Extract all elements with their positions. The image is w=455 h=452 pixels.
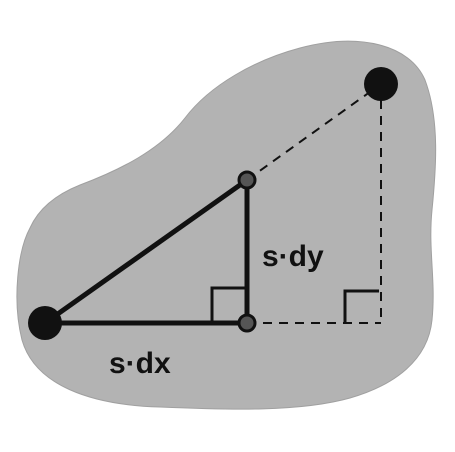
label-s-dx: s·dx bbox=[109, 347, 171, 380]
triangle-hypotenuse bbox=[43, 177, 249, 326]
label-s-dy: s·dy bbox=[262, 240, 324, 273]
small-top-point bbox=[237, 170, 257, 190]
right-angle-marker-large bbox=[343, 289, 379, 323]
far-point bbox=[364, 67, 398, 101]
gray-region bbox=[16, 40, 437, 410]
small-corner-point bbox=[237, 313, 257, 333]
right-angle-marker-small bbox=[210, 286, 245, 323]
dashed-hypotenuse-extension bbox=[246, 83, 382, 181]
origin-point bbox=[28, 306, 62, 340]
